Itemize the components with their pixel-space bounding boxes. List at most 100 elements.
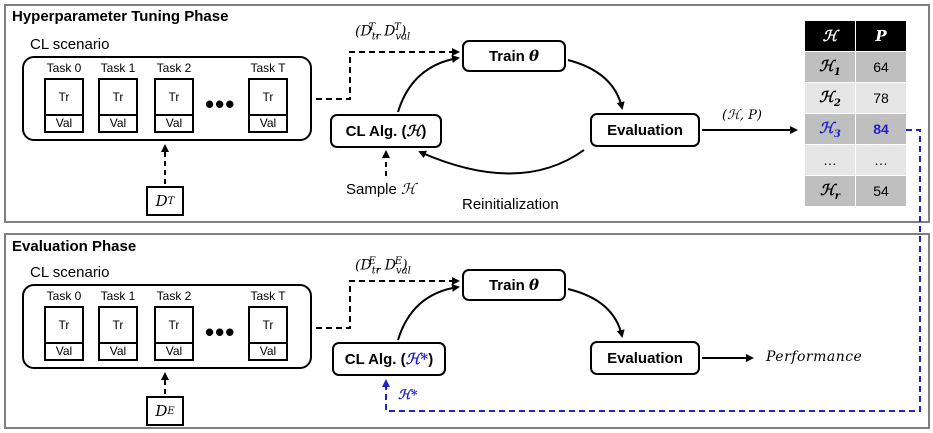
sub: val [395,31,411,43]
table-header: ℋ [804,20,856,52]
sup: T [368,22,376,33]
task-label: Task 1 [100,61,136,75]
sub: tr [371,265,381,277]
table-value: 54 [855,175,907,207]
train-label: Train [488,276,525,294]
train-split: Tr [46,308,82,344]
tuning-phase-title: Hyperparameter Tuning Phase [12,8,229,25]
train-split: Tr [100,80,136,116]
evaluation-scenario-label: CL scenario [30,264,110,281]
best-hyperparam-symbol: ℋ* [405,350,429,368]
table-header: P [855,20,907,52]
paren: ) [428,350,434,368]
sep: , [375,257,385,274]
table-key: ℋ2 [804,82,856,114]
val-split: Val [109,115,127,130]
d-symbol: D [360,257,372,274]
train-split: Tr [250,80,286,116]
evaluation-label: Evaluation [607,349,683,367]
sup: T [394,22,401,33]
feedback-best-label: ℋ* [398,388,418,403]
sup: E [368,256,376,267]
tuning-output-label: (ℋ, P) [722,108,763,123]
hyperparam-symbol: ℋ [406,122,422,140]
paren: ( [355,257,361,274]
train-split: Tr [156,80,192,116]
table-value: … [855,144,907,176]
paren: ) [421,122,427,140]
table-key: … [804,144,856,176]
evaluation-label: Evaluation [607,121,683,139]
alg-label: CL Alg. ( [344,350,406,368]
train-split: Tr [156,308,192,344]
table-key: ℋ1 [804,51,856,83]
tuning-evaluation-box: Evaluation [590,113,700,147]
train-label: Train [488,47,525,65]
sup: E [394,256,403,267]
task-label: Task 2 [156,289,192,303]
table-value: 78 [855,82,907,114]
theta-symbol: θ [529,276,540,294]
task-label: Task 0 [46,289,82,303]
task-label: Task 1 [100,289,136,303]
evaluation-data-pair: (DtrE, DvalE) [355,256,411,277]
evaluation-phase-title: Evaluation Phase [12,238,137,255]
sample-label: Sample ℋ [346,180,416,198]
task-label: Task T [250,289,286,303]
reinit-label: Reinitialization [462,196,559,213]
paren: ( [355,23,361,40]
val-split: Val [259,343,277,358]
tuning-train-box: Train θ [462,40,566,72]
data-symbol: D [155,192,168,210]
tuning-data-pair: (DtrT, DvalT) [355,22,410,43]
d-symbol: D [360,23,372,40]
alg-label: CL Alg. ( [345,122,407,140]
val-split: Val [165,115,183,130]
evaluation-cl-alg-box: CL Alg. (ℋ*) [332,342,446,376]
data-symbol: D [155,402,168,420]
table-key-best: ℋ3 [804,113,856,145]
evaluation-evaluation-box: Evaluation [590,341,700,375]
sample-text: Sample [346,181,402,198]
val-split: Val [165,343,183,358]
task-label: Task 0 [46,61,82,75]
val-split: Val [55,343,73,358]
paren: ) [400,23,407,40]
train-split: Tr [46,80,82,116]
hyperparam-symbol: ℋ [401,180,416,198]
tuning-cl-alg-box: CL Alg. (ℋ) [330,114,442,148]
data-superscript: E [167,405,175,417]
d-symbol: D [384,23,396,40]
train-split: Tr [250,308,286,344]
paren: ) [402,257,408,274]
performance-label: Performance [766,349,863,365]
ellipsis: ••• [205,317,236,347]
table-value-best: 84 [855,113,907,145]
sub: tr [371,31,381,43]
theta-symbol: θ [529,47,540,65]
task-label: Task 2 [156,61,192,75]
val-split: Val [109,343,127,358]
data-superscript: T [167,195,175,207]
task-label: Task T [250,61,286,75]
tuning-scenario-label: CL scenario [30,36,110,53]
val-split: Val [259,115,277,130]
train-split: Tr [100,308,136,344]
val-split: Val [55,115,73,130]
sep: , [375,23,385,40]
evaluation-train-box: Train θ [462,269,566,301]
ellipsis: ••• [205,89,236,119]
